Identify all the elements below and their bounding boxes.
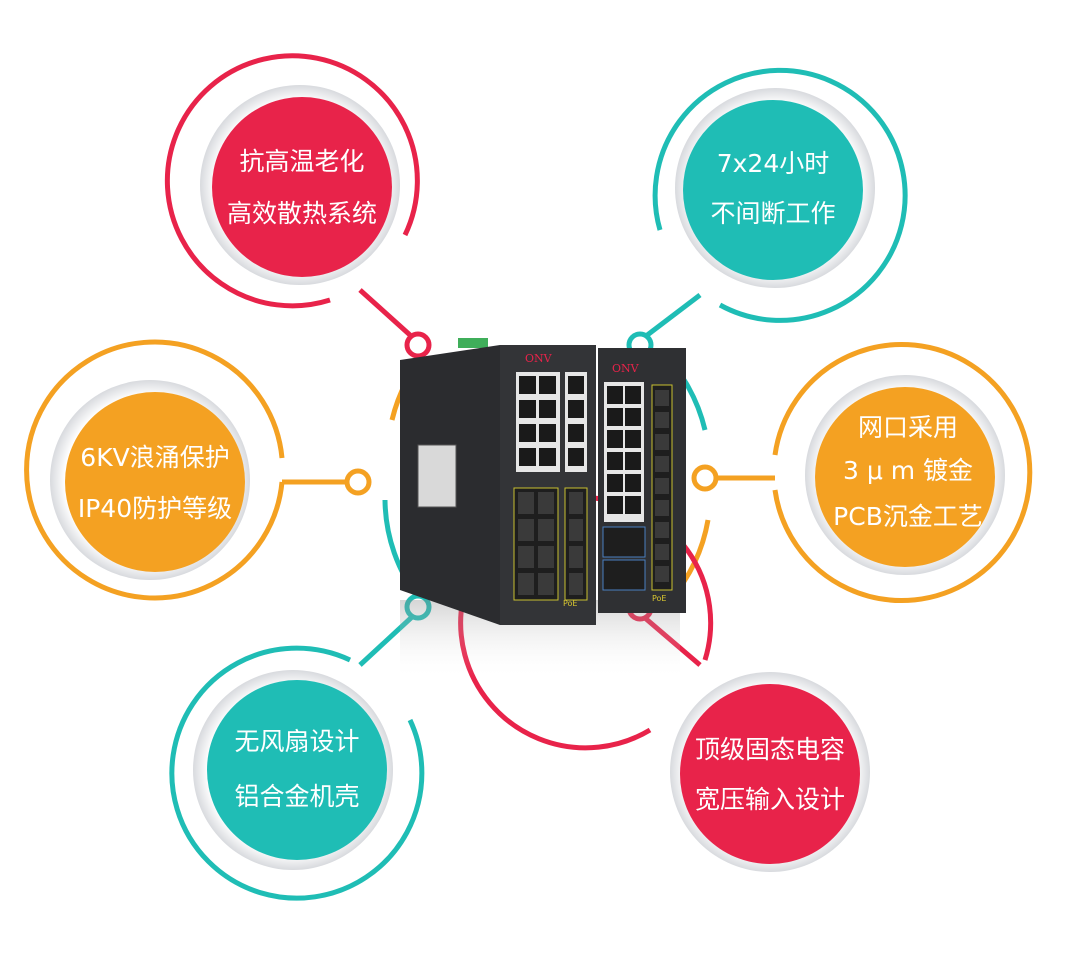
feature-top-right: 7x24小时 不间断工作 — [626, 67, 908, 359]
port — [565, 372, 587, 472]
port — [602, 526, 646, 558]
port — [538, 492, 554, 514]
port — [607, 496, 623, 514]
port — [655, 544, 669, 560]
port — [518, 573, 534, 595]
port — [607, 474, 623, 492]
port — [569, 492, 583, 514]
port — [607, 386, 623, 404]
feature-text: 网口采用 — [858, 413, 958, 442]
port — [568, 376, 584, 394]
feature-text: 顶级固态电容 — [695, 735, 845, 764]
port — [607, 452, 623, 470]
port — [625, 408, 641, 426]
port — [625, 474, 641, 492]
feature-text: IP40防护等级 — [78, 494, 232, 523]
port — [625, 452, 641, 470]
port — [569, 519, 583, 541]
port — [519, 448, 536, 466]
feature-text: 无风扇设计 — [234, 727, 359, 756]
port — [539, 448, 556, 466]
port — [655, 566, 669, 582]
feature-right: 网口采用 3 μ m 镀金 PCB沉金工艺 — [691, 342, 1033, 603]
port — [655, 412, 669, 428]
port — [568, 400, 584, 418]
port — [539, 424, 556, 442]
port — [625, 386, 641, 404]
port — [564, 487, 588, 601]
port — [568, 424, 584, 442]
brand-logo: ONV — [525, 352, 553, 365]
port — [569, 546, 583, 568]
port — [519, 400, 536, 418]
feature-top-left: 抗高温老化 高效散热系统 — [164, 53, 432, 359]
port — [538, 546, 554, 568]
feature-text: 不间断工作 — [710, 199, 835, 228]
port — [602, 559, 646, 591]
poe-badge: PoE — [563, 599, 578, 608]
port — [568, 448, 584, 466]
connector-node — [691, 464, 719, 492]
port — [655, 500, 669, 516]
feature-text: 6KV浪涌保护 — [80, 443, 229, 472]
feature-bottom-left: 无风扇设计 铝合金机壳 — [169, 593, 432, 901]
connector-node — [404, 331, 432, 359]
port — [655, 434, 669, 450]
feature-text: 抗高温老化 — [239, 147, 364, 176]
port — [518, 519, 534, 541]
brand-logo: ONV — [612, 362, 640, 375]
port — [607, 408, 623, 426]
port — [539, 376, 556, 394]
feature-text: 7x24小时 — [717, 149, 830, 178]
switch-device-image: ONV ONV PoE PoE — [400, 338, 686, 680]
port — [518, 546, 534, 568]
port — [625, 430, 641, 448]
port — [655, 478, 669, 494]
port — [625, 496, 641, 514]
poe-badge: PoE — [652, 594, 667, 603]
port — [655, 522, 669, 538]
feature-text: 宽压输入设计 — [695, 785, 845, 814]
port — [655, 456, 669, 472]
port — [607, 430, 623, 448]
feature-text: PCB沉金工艺 — [833, 502, 983, 531]
feature-text: 铝合金机壳 — [234, 782, 359, 811]
connector-node — [344, 468, 372, 496]
port — [538, 519, 554, 541]
feature-left: 6KV浪涌保护 IP40防护等级 — [24, 339, 372, 601]
port — [518, 492, 534, 514]
port — [519, 376, 536, 394]
port — [519, 424, 536, 442]
port — [538, 573, 554, 595]
feature-text: 3 μ m 镀金 — [843, 456, 973, 485]
port — [655, 390, 669, 406]
port — [569, 573, 583, 595]
feature-text: 高效散热系统 — [227, 199, 377, 228]
port — [539, 400, 556, 418]
